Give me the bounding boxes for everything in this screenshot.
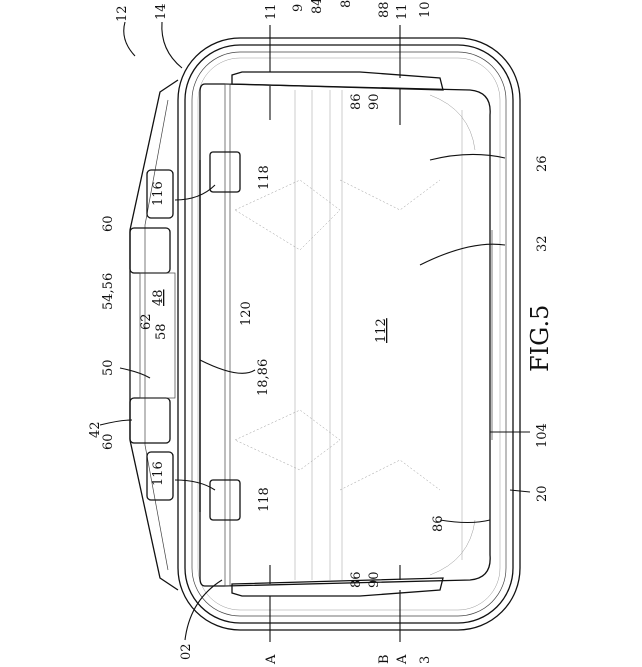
label-60: 60: [101, 215, 116, 232]
label-50: 50: [101, 359, 116, 376]
label-B: B: [377, 654, 392, 664]
tray-floor: [224, 83, 231, 587]
tab-60-bottom: [129, 397, 171, 444]
label-90: 90: [367, 93, 382, 110]
label-104: 104: [535, 423, 550, 448]
label-A2: A: [395, 654, 410, 665]
label-26: 26: [535, 155, 550, 172]
label-42: 42: [88, 421, 103, 438]
reference-labels: 12 14 11 9 84 8 88 11 10 86 90 118 116 6…: [88, 0, 554, 665]
label-120: 120: [239, 301, 254, 326]
shading: [234, 179, 441, 491]
bottom-flap: [231, 577, 444, 597]
label-02: 02: [179, 643, 194, 660]
label-10: 10: [418, 1, 433, 18]
tray-contour-lines: [294, 90, 493, 580]
hinge-strip: [129, 79, 179, 591]
label-62: 62: [139, 313, 154, 330]
label-116: 116: [151, 181, 166, 206]
label-48: 48: [151, 289, 166, 306]
label-58: 58: [154, 323, 169, 340]
label-60b: 60: [101, 433, 116, 450]
label-14: 14: [154, 3, 169, 20]
slot-116-top: [146, 169, 174, 219]
label-18-86: 18,86: [256, 359, 271, 396]
label-84: 84: [310, 0, 325, 14]
label-116b: 116: [151, 461, 166, 486]
tab-60-top: [129, 227, 171, 274]
label-11: 11: [264, 3, 279, 20]
top-flap: [231, 71, 444, 91]
clip-118-bottom: [209, 479, 241, 521]
label-11b: 11: [395, 3, 410, 20]
label-118: 118: [257, 165, 272, 190]
rim-line-3: [191, 51, 507, 617]
rim-line-2: [184, 44, 514, 624]
label-54-56: 54,56: [101, 273, 116, 310]
label-12: 12: [115, 5, 130, 22]
label-32: 32: [535, 235, 550, 252]
label-90b: 90: [367, 571, 382, 588]
label-86b: 86: [349, 571, 364, 588]
label-8: 8: [339, 0, 354, 8]
label-86c: 86: [431, 515, 446, 532]
latch-48: [139, 272, 176, 399]
rim-line-4: [197, 57, 501, 611]
label-112: 112: [374, 318, 389, 343]
tray-wall: [199, 83, 491, 587]
label-86: 86: [349, 93, 364, 110]
figure-title: FIG.5: [526, 305, 554, 372]
label-118b: 118: [257, 487, 272, 512]
label-20: 20: [535, 485, 550, 502]
outer-rim: [177, 37, 521, 631]
leader-lines: [99, 21, 531, 642]
clip-118-top: [209, 151, 241, 193]
label-A: A: [264, 654, 279, 665]
label-88: 88: [377, 1, 392, 18]
label-9: 9: [291, 4, 306, 12]
slot-116-bottom: [146, 451, 174, 501]
label-3: 3: [418, 656, 433, 664]
